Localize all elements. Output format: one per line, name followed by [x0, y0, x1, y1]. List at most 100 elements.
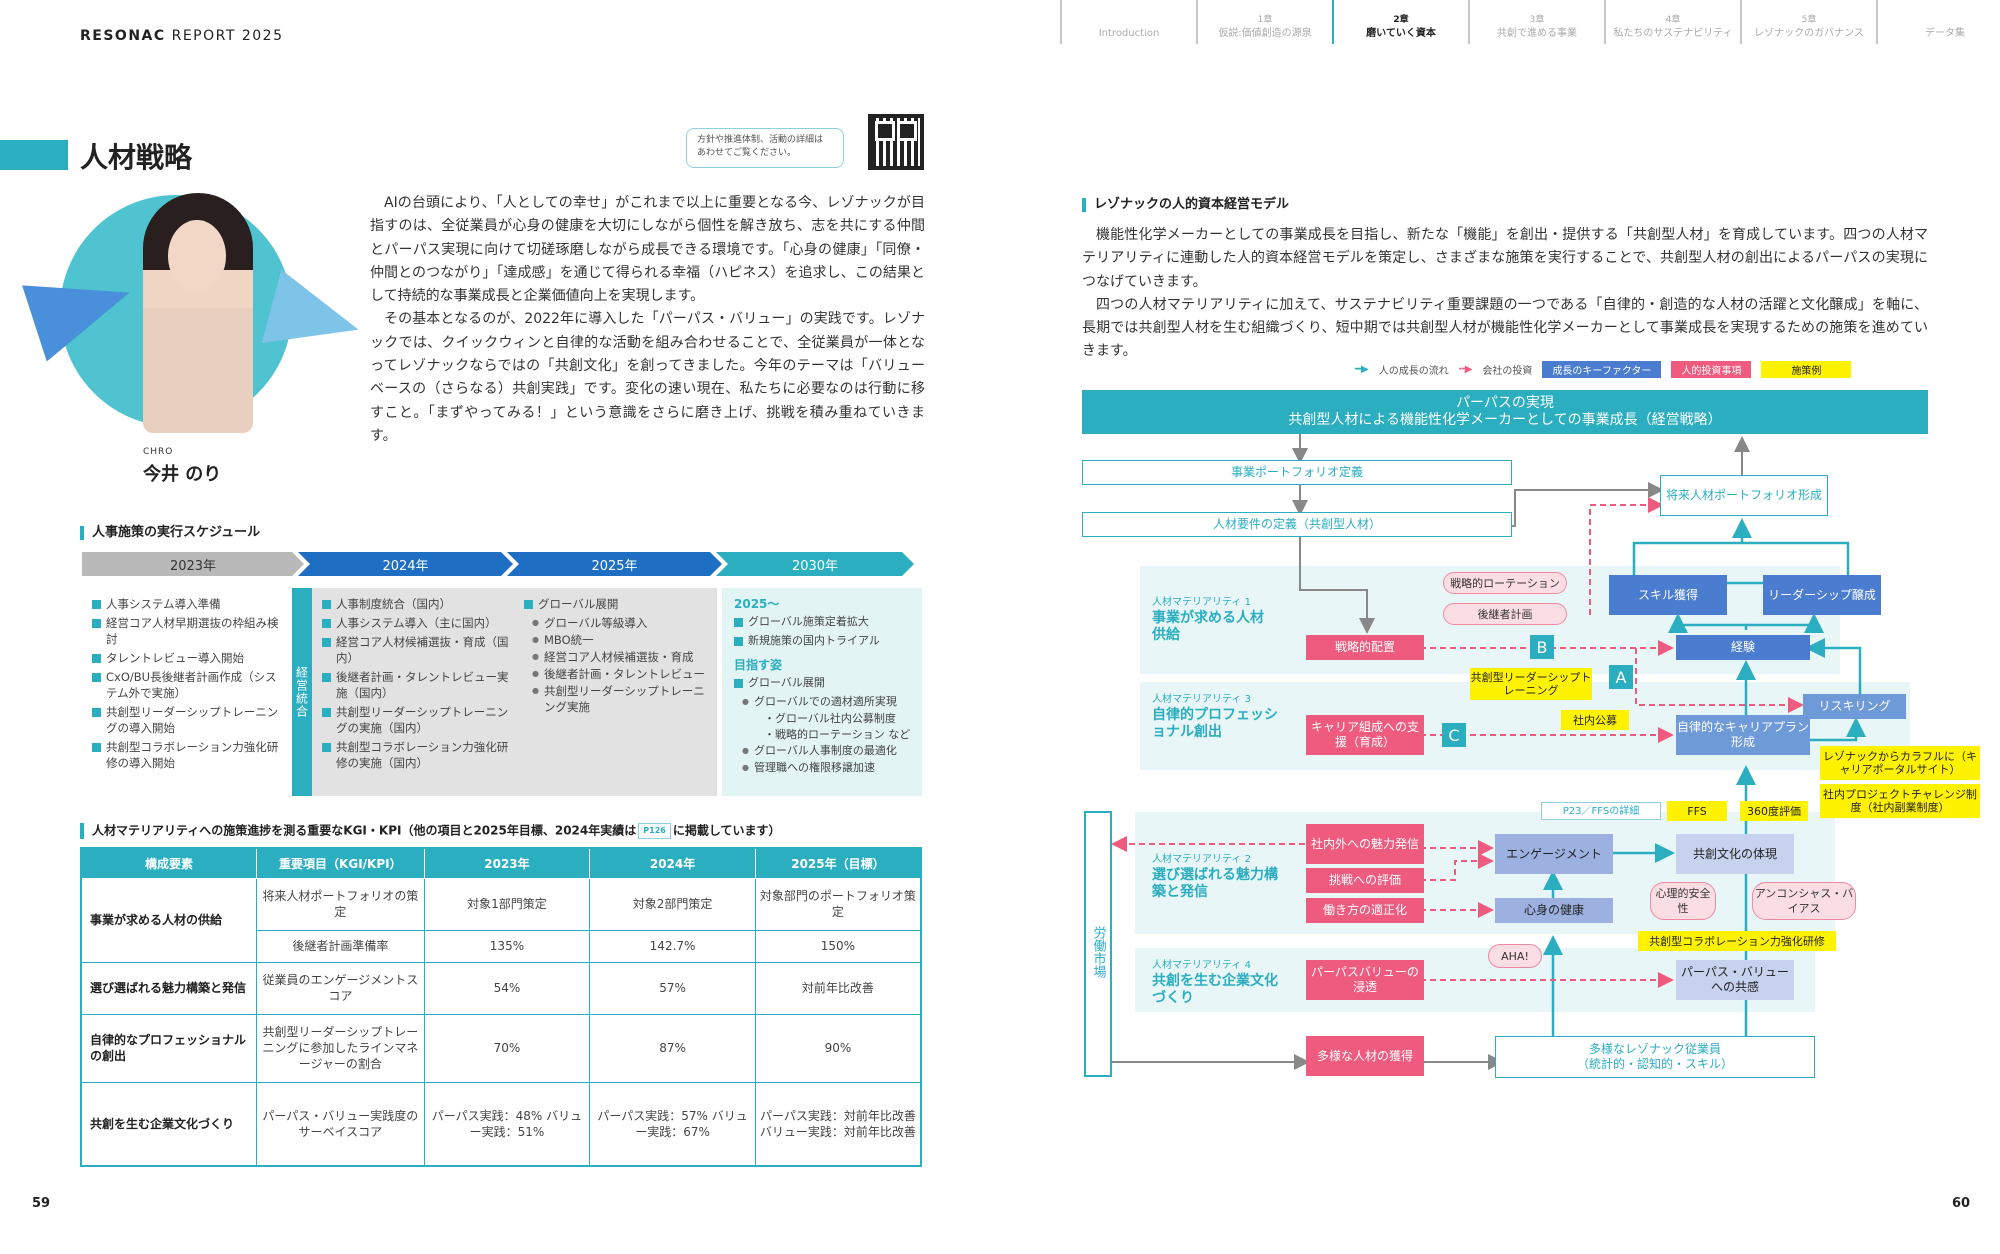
schedule-item: グローバル展開 [524, 596, 714, 612]
col-header: 構成要素 [80, 848, 257, 879]
cell-2023: 135% [423, 929, 591, 963]
schedule-item: 共創型リーダーシップトレーニングの実施（国内） [322, 704, 517, 736]
table-row: 自律的なプロフェッショナルの創出 共創型リーダーシップトレーニングに参加したライ… [80, 1013, 922, 1083]
example-internal-recruit: 社内公募 [1561, 710, 1629, 730]
bubble-aha: AHA! [1488, 944, 1542, 968]
example-collab-training: 共創型コラボレーション力強化研修 [1638, 931, 1836, 951]
schedule-item: CxO/BU長後継者計画作成（システム外で実施） [92, 669, 282, 701]
schedule-item: 経営コア人材早期選抜の枠組み検討 [92, 615, 282, 647]
cocreation-culture-box: 共創文化の体現 [1676, 834, 1794, 874]
intro-paragraph: AIの台頭により、「人としての幸せ」がこれまで以上に重要となる今、レゾナックが目… [370, 195, 925, 305]
cell-2024: 対象2部門策定 [589, 877, 756, 931]
page-title: 人材戦略 [80, 141, 193, 174]
cell-element: 共創を生む企業文化づくり [80, 1081, 257, 1167]
page-ref-link[interactable]: P126 [638, 823, 671, 839]
schedule-item: 共創型コラボレーション力強化研修の導入開始 [92, 739, 282, 771]
bubble-rotation: 戦略的ローテーション [1443, 572, 1567, 594]
portrait-face [168, 220, 226, 292]
example-leadership-training: 共創型リーダーシップトレーニング [1470, 668, 1592, 700]
schedule-col-2024: 人事制度統合（国内） 人事システム導入（主に国内） 経営コア人材候補選抜・育成（… [322, 596, 517, 774]
legend-example: 施策例 [1761, 361, 1852, 378]
nav-tab-introduction[interactable]: Introduction [1060, 0, 1196, 44]
qr-code-icon[interactable] [868, 114, 924, 170]
legend-people-flow: 人の成長の流れ [1378, 366, 1449, 377]
schedule-subitem: グローバルでの適材適所実現 [734, 694, 919, 710]
table-row: 事業が求める人材の供給 将来人材ポートフォリオの策定 対象1部門策定 対象2部門… [80, 877, 922, 963]
cell-2025: 90% [754, 1013, 922, 1083]
schedule-goal-label: 目指す姿 [734, 658, 783, 672]
model-section-title: レゾナックの人的資本経営モデル [1082, 198, 1289, 212]
diverse-hiring-box: 多様な人材の獲得 [1306, 1036, 1424, 1076]
col-header: 2024年 [589, 848, 756, 879]
year-2024: 2024年 [298, 552, 513, 576]
schedule-item: 後継者計画・タレントレビュー実施（国内） [322, 669, 517, 701]
schedule-item: 人事システム導入準備 [92, 596, 282, 612]
cell-2023: 70% [423, 1013, 591, 1083]
schedule-col-2023: 人事システム導入準備 経営コア人材早期選抜の枠組み検討 タレントレビュー導入開始… [92, 596, 282, 774]
example-ffs: FFS [1667, 801, 1727, 821]
strategic-placement-box: 戦略的配置 [1306, 635, 1424, 660]
schedule-item: 経営コア人材候補選抜・育成（国内） [322, 634, 517, 666]
legend-investment: 人的投資事項 [1671, 361, 1752, 378]
reskilling-box: リスキリング [1803, 694, 1906, 719]
nav-tab-chapter2[interactable]: 2章磨いていく資本 [1332, 0, 1468, 44]
purpose-value-spread-box: パーパスバリューの浸透 [1306, 960, 1424, 1000]
schedule-item: 人事システム導入（主に国内） [322, 615, 517, 631]
cell-element: 選び選ばれる魅力構築と発信 [80, 961, 257, 1015]
nav-tab-data[interactable]: データ集 [1876, 0, 2000, 44]
cell-2024: 142.7% [589, 929, 756, 963]
wellbeing-box: 心身の健康 [1495, 898, 1613, 923]
intro-paragraph: その基本となるのが、2022年に導入した「パーパス・バリュー」の実践です。レゾナ… [370, 311, 925, 444]
cell-item: パーパス・バリュー実践度のサーベイスコア [255, 1081, 425, 1167]
schedule-subitem: 経営コア人材候補選抜・育成 [524, 649, 714, 665]
schedule-title: 人事施策の実行スケジュール [80, 526, 260, 540]
col-header: 2023年 [423, 848, 591, 879]
nav-tab-chapter5[interactable]: 5章レゾナックのガバナンス [1740, 0, 1876, 44]
schedule-from-label: 2025〜 [734, 597, 780, 611]
cell-2025: 対象部門のポートフォリオ策定 [754, 877, 922, 931]
kpi-table: 構成要素 重要項目（KGI/KPI） 2023年 2024年 2025年（目標）… [80, 847, 922, 1167]
tag-b: B [1530, 635, 1554, 659]
experience-box: 経験 [1676, 635, 1810, 660]
bubble-psych-safety: 心理的安全性 [1650, 882, 1716, 920]
example-career-portal: レゾナックからカラフルに（キャリアポータルサイト） [1820, 746, 1980, 780]
ffs-page-ref-link[interactable]: P23／FFSの詳細 [1541, 802, 1661, 820]
purpose-empathy-box: パーパス・バリューへの共感 [1676, 960, 1794, 1000]
schedule-col-2030: 2025〜 グローバル施策定着拡大 新規施策の国内トライアル 目指す姿 グローバ… [734, 596, 919, 777]
future-portfolio-box: 将来人材ポートフォリオ形成 [1660, 475, 1828, 516]
schedule-subitem: 管理職への権限移譲加速 [734, 760, 919, 776]
cell-2025: パーパス実践：対前年比改善 バリュー実践：対前年比改善 [754, 1081, 922, 1167]
biz-portfolio-box: 事業ポートフォリオ定義 [1082, 460, 1512, 485]
nav-tab-chapter4[interactable]: 4章私たちのサステナビリティ [1604, 0, 1740, 44]
attract-box: 社内外への魅力発信 [1306, 824, 1424, 864]
page-number-right: 60 [1952, 1196, 1971, 1211]
schedule-subitem: MBO統一 [524, 632, 714, 648]
cell-2025: 対前年比改善 [754, 961, 922, 1015]
schedule-timeline: 2023年 2024年 2025年 2030年 [82, 552, 922, 576]
person-name: 今井 のり [143, 464, 222, 485]
nav-tab-chapter3[interactable]: 3章共創で進める事業 [1468, 0, 1604, 44]
engagement-box: エンゲージメント [1495, 834, 1613, 874]
schedule-item: 共創型リーダーシップトレーニングの導入開始 [92, 704, 282, 736]
table-row: 共創を生む企業文化づくり パーパス・バリュー実践度のサーベイスコア パーパス実践… [80, 1081, 922, 1167]
cell-item: 共創型リーダーシップトレーニングに参加したラインマネージャーの割合 [255, 1013, 425, 1083]
chapter-nav: Introduction 1章仮説:価値創造の源泉 2章磨いていく資本 3章共創… [1060, 0, 2000, 44]
kpi-title: 人材マテリアリティへの施策進捗を測る重要なKGI・KPI（他の項目と2025年目… [80, 823, 780, 839]
model-intro-text: 機能性化学メーカーとしての事業成長を目指し、新たな「機能」を創出・提供する「共創… [1082, 224, 1928, 364]
tag-a: A [1609, 665, 1633, 689]
tag-c: C [1442, 723, 1466, 747]
talent-req-box: 人材要件の定義（共創型人材） [1082, 512, 1512, 537]
cell-item: 後継者計画準備率 [255, 929, 425, 963]
page-number-left: 59 [32, 1196, 51, 1211]
merger-label: 経営統合 [292, 588, 312, 796]
invest-arrow-icon: ╍▶ [1458, 364, 1473, 375]
schedule-item: 共創型コラボレーション力強化研修の実施（国内） [322, 739, 517, 771]
schedule-subsubitem: ・戦略的ローテーション など [764, 728, 911, 741]
intro-text: AIの台頭により、「人としての幸せ」がこれまで以上に重要となる今、レゾナックが目… [370, 192, 925, 448]
schedule-item: グローバル施策定着拡大 [734, 614, 919, 630]
nav-tab-chapter1[interactable]: 1章仮説:価値創造の源泉 [1196, 0, 1332, 44]
cell-2024: パーパス実践：57% バリュー実践：67% [589, 1081, 756, 1167]
